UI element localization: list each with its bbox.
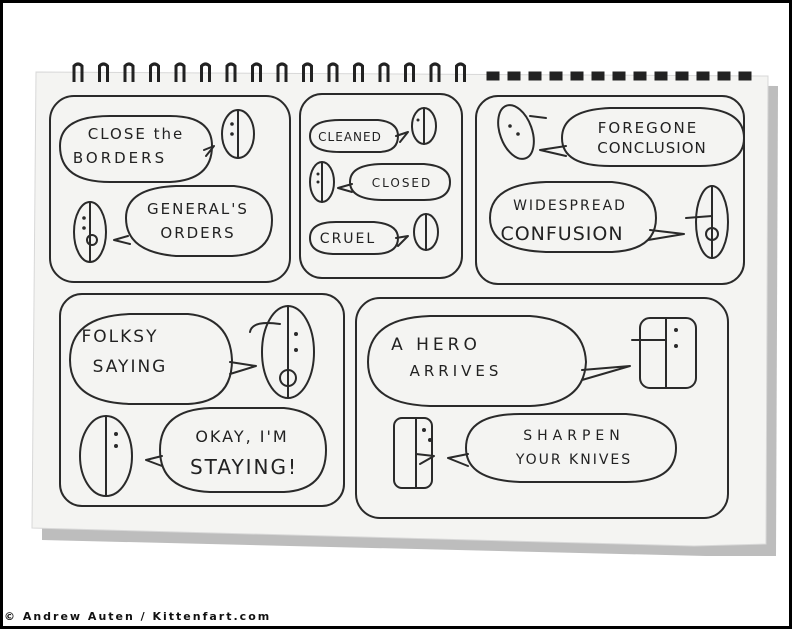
- speech-bubble-p5-a: [367, 315, 631, 407]
- spiral-hole: [591, 71, 605, 81]
- bubble-text-p1-b-line1: GENERAL'S: [147, 200, 249, 218]
- bubble-text-p5-a-line1: A HERO: [391, 335, 481, 355]
- bubble-text-p4-a-line2: SAYING: [93, 357, 168, 377]
- spiral-loop: [353, 62, 364, 82]
- speech-bubble-p2-c: [309, 221, 409, 255]
- spiral-loop: [455, 62, 466, 82]
- speech-bubble-p1-a: [59, 115, 215, 183]
- bubble-text-p2-b: CLOSED: [372, 176, 433, 190]
- bubble-text-p4-b-line2: STAYING!: [190, 455, 298, 479]
- bubble-text-p5-b-line1: SHARPEN: [523, 428, 624, 444]
- spiral-loop: [378, 62, 390, 82]
- spiral-hole: [612, 71, 626, 81]
- spiral-loop: [251, 62, 262, 82]
- spiral-loop: [149, 62, 160, 82]
- spiral-loop: [72, 62, 84, 82]
- spiral-loop: [225, 62, 237, 82]
- bubble-text-p1-a-line2: BORDERS: [73, 149, 167, 167]
- spiral-loop: [276, 62, 288, 82]
- speech-bubble-p2-b: [337, 163, 451, 201]
- bubble-text-p4-a-line1: FOLKSY: [82, 327, 159, 347]
- bubble-text-p3-b-line1: WIDESPREAD: [513, 198, 627, 214]
- spiral-binding: [72, 62, 752, 82]
- panel-4: [59, 293, 345, 507]
- spiral-loop: [327, 62, 339, 82]
- spiral-loop: [429, 62, 441, 82]
- speech-bubble-p5-b: [447, 413, 677, 483]
- speech-bubble-p4-b: [145, 407, 327, 493]
- spiral-hole: [549, 71, 563, 81]
- panel-3: [475, 95, 745, 285]
- speech-bubble-p4-a: [69, 313, 257, 405]
- spiral-hole: [507, 71, 521, 81]
- spiral-hole: [528, 71, 542, 81]
- bubble-text-p3-b-line2: CONFUSION: [500, 223, 623, 245]
- spiral-hole: [654, 71, 668, 81]
- panel-1: [49, 95, 291, 283]
- bubble-texts: CLOSE the BORDERS GENERAL'S ORDERS CLEAN…: [73, 119, 707, 479]
- bubble-text-p5-a-line2: ARRIVES: [410, 362, 503, 380]
- bubble-text-p2-a: CLEANED: [318, 130, 382, 144]
- speech-bubble-p3-a: [539, 107, 745, 167]
- spiral-hole: [717, 71, 731, 81]
- panel-5: [355, 297, 729, 519]
- bubble-text-p3-a-line2: CONCLUSION: [597, 139, 707, 157]
- bubble-text-p1-a-line1: CLOSE the: [88, 125, 185, 143]
- spiral-hole: [738, 71, 752, 81]
- spiral-hole: [570, 71, 584, 81]
- spiral-loop: [123, 62, 135, 82]
- spiral-hole: [633, 71, 647, 81]
- spiral-hole: [696, 71, 710, 81]
- face-icon: [497, 104, 535, 160]
- bubble-text-p3-a-line1: FOREGONE: [598, 119, 698, 137]
- spiral-loop: [174, 62, 186, 82]
- spiral-hole: [675, 71, 689, 81]
- spiral-loop: [404, 62, 415, 82]
- spiral-loop: [302, 62, 313, 82]
- spiral-loop: [98, 62, 109, 82]
- speech-bubble-p1-b: [113, 185, 273, 257]
- bubble-text-p4-b-line1: OKAY, I'M: [195, 427, 288, 446]
- spiral-loop: [200, 62, 211, 82]
- face-details: [82, 118, 678, 448]
- panel-2: [299, 93, 463, 279]
- bubble-text-p5-b-line2: YOUR KNIVES: [515, 452, 632, 468]
- face-icon: [639, 317, 697, 389]
- bubble-text-p2-c: CRUEL: [320, 231, 376, 247]
- speech-bubble-p2-a: [309, 119, 409, 153]
- credit-text: © Andrew Auten / Kittenfart.com: [4, 610, 272, 623]
- face-icon: [393, 417, 433, 489]
- bubble-text-p1-b-line2: ORDERS: [160, 224, 235, 242]
- speech-bubble-p3-b: [489, 181, 685, 253]
- spiral-hole: [486, 71, 500, 81]
